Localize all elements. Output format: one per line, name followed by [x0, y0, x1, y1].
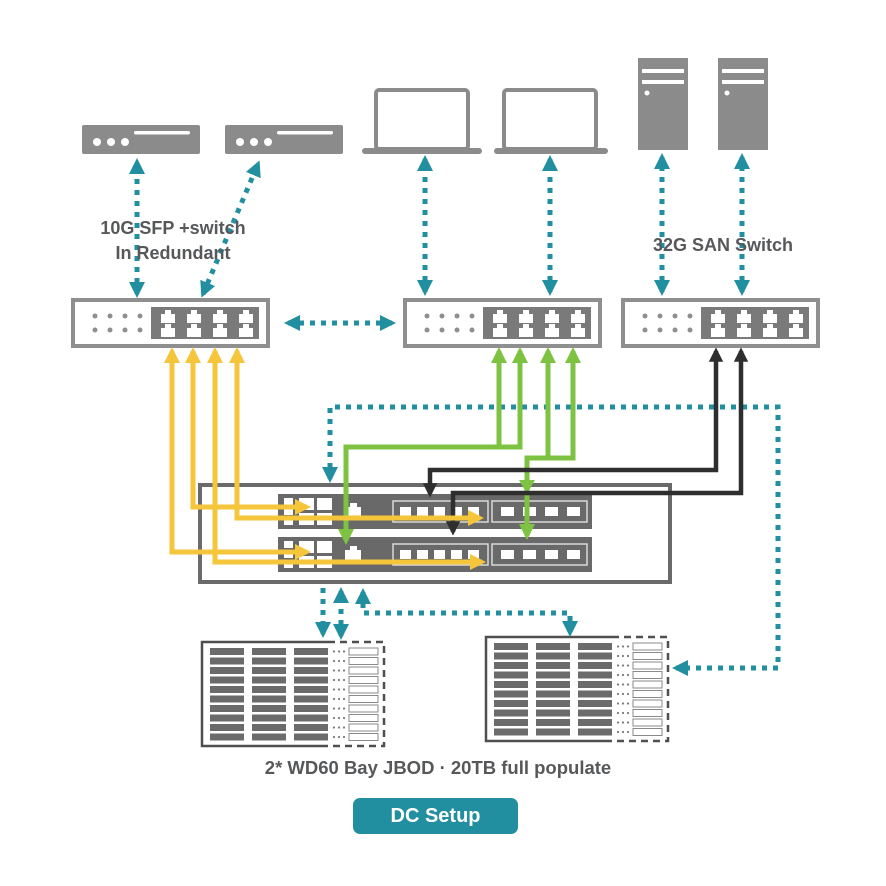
laptop-1-icon [362, 88, 482, 154]
san-switch-label: 32G SAN Switch [652, 235, 794, 255]
link-chassis-jbod2-short [354, 587, 579, 638]
jbod-caption: 2* WD60 Bay JBOD · 20TB full populate [264, 757, 612, 778]
yellow-links [163, 346, 487, 571]
tower-server-1-icon [638, 58, 688, 150]
switch-right-icon [621, 298, 820, 348]
chassis-unit-2 [278, 537, 592, 572]
link-appliance2-switchL [200, 160, 261, 298]
switch-left-icon [71, 298, 270, 348]
storage-chassis-icon [198, 483, 672, 584]
switch-middle-icon [403, 298, 602, 348]
laptop-2-icon [494, 88, 608, 154]
chassis-unit-1 [278, 494, 592, 529]
left-switch-label-line2: In Redundant [115, 243, 231, 263]
jbod-2-icon [484, 635, 670, 743]
jbod-1-icon [200, 640, 386, 748]
tower-server-2-icon [718, 58, 768, 150]
left-switch-label-line1: 10G SFP +switch [100, 218, 246, 238]
dc-setup-button[interactable]: DC Setup [353, 798, 518, 834]
rackmount-appliance-1-icon [82, 125, 200, 154]
link-switchL-3 [206, 346, 487, 571]
left-switch-label: 10G SFP +switch In Redundant [58, 216, 288, 266]
rackmount-appliance-2-icon [225, 125, 343, 154]
link-switchL-4 [228, 346, 485, 527]
